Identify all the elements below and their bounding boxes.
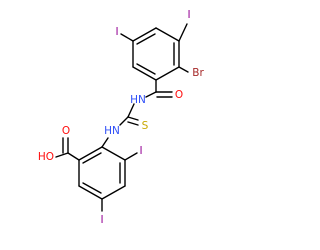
- bond: [155, 27, 180, 42]
- atom-iodine: I: [139, 145, 142, 157]
- atom-iodine: I: [100, 214, 103, 226]
- bond-c-s-double: [127, 121, 139, 126]
- bond-c-s-double: [127, 116, 139, 121]
- bond: [82, 152, 102, 164]
- atom-nitrogen: HN: [104, 125, 120, 137]
- molecule-structure: I I Br O HN S HN HO O I I: [38, 9, 205, 226]
- bond-c-i: [120, 33, 134, 42]
- bond-c-oh: [55, 152, 69, 158]
- bond: [78, 185, 103, 200]
- atom-nitrogen: HN: [130, 94, 146, 106]
- atom-oxygen: O: [62, 125, 70, 137]
- bond-cs-nh: [119, 116, 129, 126]
- bond: [136, 63, 156, 75]
- atom-oxygen: HO: [38, 151, 54, 163]
- bond-c-br: [178, 66, 189, 73]
- bond-c-nh: [145, 91, 157, 98]
- atom-iodine: I: [115, 26, 118, 38]
- bond: [101, 146, 126, 161]
- bond: [132, 66, 157, 81]
- atom-sulfur: S: [142, 120, 149, 132]
- upper-benzene-ring: [132, 27, 180, 81]
- bond-nh-cs: [127, 103, 135, 118]
- atom-iodine: I: [187, 9, 190, 21]
- bond: [136, 33, 156, 45]
- bond: [155, 66, 180, 81]
- bond: [82, 182, 102, 194]
- bond-c-i: [124, 152, 138, 161]
- bond-c-i: [178, 23, 188, 42]
- bond: [132, 27, 157, 42]
- bond-ring-carboxyl: [67, 152, 80, 161]
- lower-benzene-ring: [78, 146, 126, 200]
- atom-oxygen: O: [175, 89, 183, 101]
- bond: [101, 185, 126, 200]
- bond-nh-ring: [101, 137, 109, 148]
- atom-bromine: Br: [192, 67, 204, 79]
- bond: [78, 146, 103, 161]
